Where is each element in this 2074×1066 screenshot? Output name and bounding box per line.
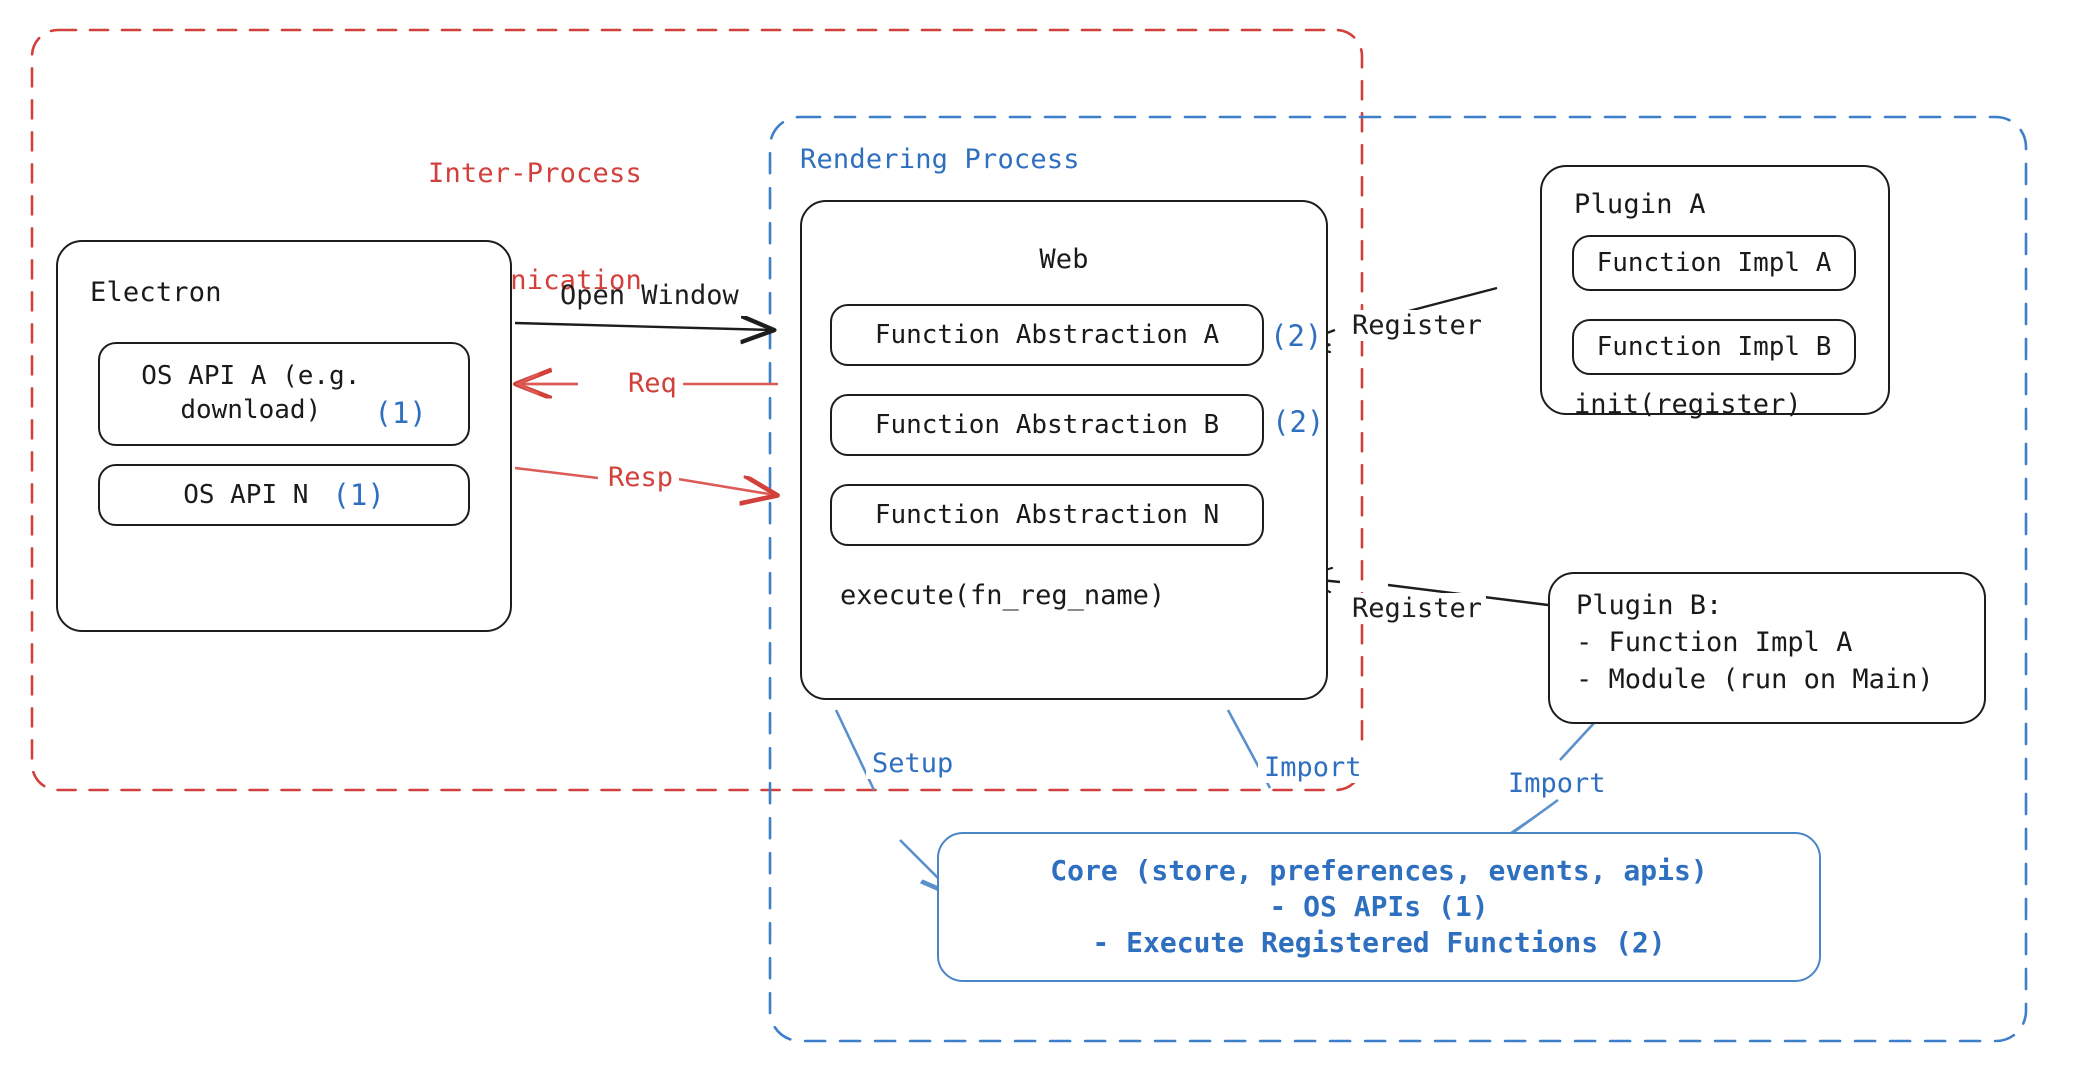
electron-box[interactable]: Electron OS API A (e.g. download) (1) OS… <box>56 240 512 632</box>
plugin-a-title: Plugin A <box>1574 189 1706 220</box>
plugin-b-line-3: - Module (run on Main) <box>1576 664 1934 695</box>
function-abstraction-b-marker: (2) <box>1272 405 1325 439</box>
function-impl-a-box[interactable]: Function Impl A <box>1572 235 1856 291</box>
os-api-a-label: OS API A (e.g. download) <box>141 361 361 425</box>
function-impl-b-label: Function Impl B <box>1596 332 1832 362</box>
function-abstraction-a-box[interactable]: Function Abstraction A <box>830 304 1264 366</box>
function-abstraction-b-label: Function Abstraction B <box>874 410 1220 440</box>
os-api-a-box[interactable]: OS API A (e.g. download) (1) <box>98 342 470 446</box>
web-box[interactable]: Web Function Abstraction A (2) Function … <box>800 200 1328 700</box>
function-impl-a-label: Function Impl A <box>1596 248 1832 278</box>
core-box[interactable]: Core (store, preferences, events, apis) … <box>937 832 1821 982</box>
electron-title: Electron <box>90 277 222 308</box>
rendering-process-label: Rendering Process <box>800 144 1080 175</box>
function-impl-b-box[interactable]: Function Impl B <box>1572 319 1856 375</box>
edge-label-setup: Setup <box>866 748 960 779</box>
plugin-b-line-1: Plugin B: <box>1576 590 1723 621</box>
ipc-label-line1: Inter-Process <box>428 158 642 190</box>
edge-label-register-plugin-b: Register <box>1348 593 1487 624</box>
core-line-2: - OS APIs (1) <box>1269 890 1489 924</box>
function-abstraction-b-box[interactable]: Function Abstraction B <box>830 394 1264 456</box>
plugin-a-box[interactable]: Plugin A Function Impl A Function Impl B… <box>1540 165 1890 420</box>
function-abstraction-a-label: Function Abstraction A <box>874 320 1220 350</box>
edge-label-import-plugin-b: Import <box>1502 768 1612 799</box>
edge-label-import-web: Import <box>1258 752 1368 783</box>
os-api-n-marker: (1) <box>332 478 385 512</box>
edge-label-resp: Resp <box>602 462 680 493</box>
os-api-n-box[interactable]: OS API N (1) <box>98 464 470 526</box>
web-execute-label: execute(fn_reg_name) <box>840 580 1166 611</box>
core-line-1: Core (store, preferences, events, apis) <box>1050 854 1708 888</box>
web-title: Web <box>1039 244 1089 275</box>
function-abstraction-a-marker: (2) <box>1270 319 1323 353</box>
os-api-a-marker: (1) <box>374 396 427 430</box>
plugin-b-line-2: - Function Impl A <box>1576 627 1853 658</box>
function-abstraction-n-label: Function Abstraction N <box>874 500 1220 530</box>
edge-label-open-window: Open Window <box>560 280 739 311</box>
edge-label-req: Req <box>622 368 683 399</box>
core-line-3: - Execute Registered Functions (2) <box>1092 925 1666 959</box>
edge-label-register-plugin-a: Register <box>1348 310 1487 341</box>
plugin-a-init-label: init(register) <box>1574 389 1802 420</box>
os-api-n-label: OS API N <box>183 480 309 510</box>
plugin-b-box[interactable]: Plugin B: - Function Impl A - Module (ru… <box>1548 572 1986 724</box>
function-abstraction-n-box[interactable]: Function Abstraction N <box>830 484 1264 546</box>
